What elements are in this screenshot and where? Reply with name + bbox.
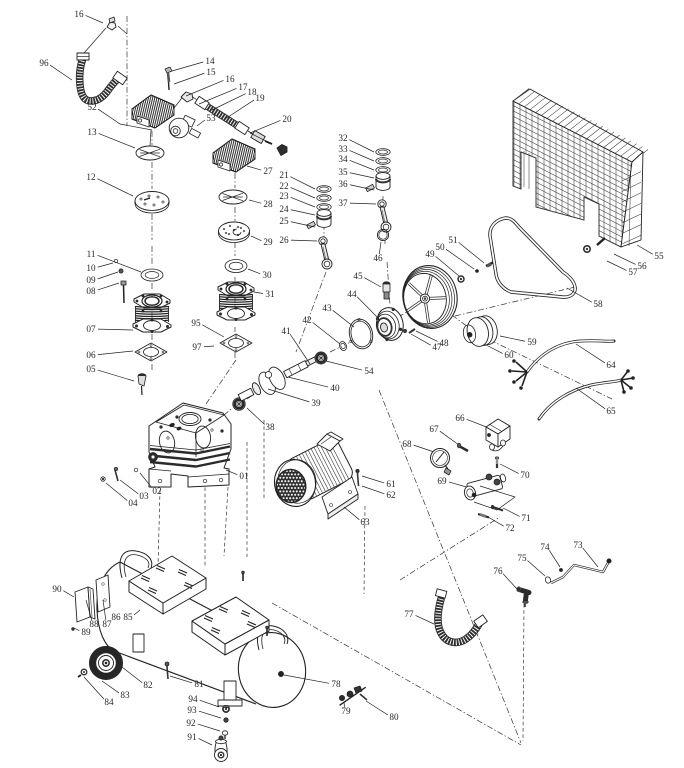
svg-text:05: 05 bbox=[86, 364, 96, 374]
svg-text:39: 39 bbox=[311, 398, 321, 408]
svg-text:35: 35 bbox=[338, 167, 348, 177]
svg-text:82: 82 bbox=[143, 680, 153, 690]
svg-text:74: 74 bbox=[540, 542, 550, 552]
svg-text:46: 46 bbox=[373, 253, 383, 263]
svg-text:52: 52 bbox=[87, 102, 97, 112]
svg-text:42: 42 bbox=[302, 315, 312, 325]
svg-text:76: 76 bbox=[493, 566, 503, 576]
svg-text:55: 55 bbox=[654, 251, 664, 261]
svg-text:72: 72 bbox=[505, 523, 515, 533]
svg-text:73: 73 bbox=[573, 540, 583, 550]
svg-text:69: 69 bbox=[437, 476, 447, 486]
svg-text:91: 91 bbox=[187, 732, 197, 742]
svg-text:63: 63 bbox=[360, 517, 370, 527]
svg-text:68: 68 bbox=[402, 439, 412, 449]
svg-text:25: 25 bbox=[279, 216, 289, 226]
svg-text:77: 77 bbox=[404, 609, 414, 619]
svg-text:47: 47 bbox=[432, 342, 442, 352]
svg-text:50: 50 bbox=[435, 242, 445, 252]
svg-text:90: 90 bbox=[52, 584, 62, 594]
svg-text:94: 94 bbox=[188, 694, 198, 704]
svg-text:16: 16 bbox=[225, 74, 235, 84]
svg-text:62: 62 bbox=[386, 490, 396, 500]
svg-text:87: 87 bbox=[102, 619, 112, 629]
svg-text:40: 40 bbox=[330, 383, 340, 393]
svg-text:79: 79 bbox=[341, 706, 351, 716]
svg-text:75: 75 bbox=[517, 553, 527, 563]
svg-text:17: 17 bbox=[238, 82, 248, 92]
svg-text:57: 57 bbox=[628, 267, 638, 277]
svg-text:06: 06 bbox=[86, 350, 96, 360]
svg-text:04: 04 bbox=[128, 498, 138, 508]
svg-text:01: 01 bbox=[239, 471, 249, 481]
svg-text:18: 18 bbox=[247, 87, 257, 97]
svg-text:32: 32 bbox=[338, 133, 348, 143]
svg-text:29: 29 bbox=[263, 237, 273, 247]
svg-text:16: 16 bbox=[74, 9, 84, 19]
svg-text:60: 60 bbox=[504, 350, 514, 360]
svg-text:28: 28 bbox=[263, 199, 273, 209]
svg-text:65: 65 bbox=[606, 406, 616, 416]
svg-text:11: 11 bbox=[87, 249, 96, 259]
svg-text:51: 51 bbox=[448, 235, 458, 245]
svg-text:86: 86 bbox=[111, 612, 121, 622]
svg-text:15: 15 bbox=[206, 67, 216, 77]
svg-text:08: 08 bbox=[86, 286, 96, 296]
svg-text:21: 21 bbox=[279, 170, 289, 180]
svg-text:92: 92 bbox=[186, 718, 196, 728]
svg-text:88: 88 bbox=[89, 619, 99, 629]
svg-text:30: 30 bbox=[262, 270, 272, 280]
svg-text:89: 89 bbox=[81, 627, 91, 637]
svg-text:31: 31 bbox=[265, 289, 275, 299]
svg-text:80: 80 bbox=[389, 712, 399, 722]
svg-text:44: 44 bbox=[347, 289, 357, 299]
svg-text:56: 56 bbox=[637, 261, 647, 271]
svg-text:85: 85 bbox=[123, 612, 133, 622]
svg-text:71: 71 bbox=[521, 513, 531, 523]
svg-text:93: 93 bbox=[187, 705, 197, 715]
svg-text:81: 81 bbox=[194, 679, 204, 689]
svg-text:12: 12 bbox=[86, 172, 96, 182]
svg-text:23: 23 bbox=[279, 191, 289, 201]
svg-text:45: 45 bbox=[353, 271, 363, 281]
svg-text:70: 70 bbox=[520, 470, 530, 480]
svg-text:67: 67 bbox=[429, 424, 439, 434]
svg-text:48: 48 bbox=[439, 338, 449, 348]
svg-text:20: 20 bbox=[282, 114, 292, 124]
svg-text:02: 02 bbox=[152, 486, 162, 496]
svg-text:38: 38 bbox=[265, 422, 275, 432]
svg-text:27: 27 bbox=[263, 166, 273, 176]
svg-text:43: 43 bbox=[322, 303, 332, 313]
svg-text:10: 10 bbox=[86, 263, 96, 273]
svg-text:61: 61 bbox=[386, 479, 396, 489]
svg-text:41: 41 bbox=[281, 326, 291, 336]
svg-text:78: 78 bbox=[331, 679, 341, 689]
svg-text:97: 97 bbox=[192, 342, 202, 352]
svg-text:26: 26 bbox=[279, 235, 289, 245]
svg-text:24: 24 bbox=[279, 204, 289, 214]
svg-text:19: 19 bbox=[255, 93, 265, 103]
svg-text:96: 96 bbox=[39, 58, 49, 68]
svg-text:03: 03 bbox=[139, 491, 149, 501]
svg-text:14: 14 bbox=[205, 56, 215, 66]
svg-text:95: 95 bbox=[191, 318, 201, 328]
svg-text:64: 64 bbox=[606, 360, 616, 370]
svg-text:53: 53 bbox=[206, 113, 216, 123]
svg-text:84: 84 bbox=[104, 697, 114, 707]
svg-text:66: 66 bbox=[455, 413, 465, 423]
svg-text:09: 09 bbox=[86, 275, 96, 285]
svg-text:83: 83 bbox=[120, 690, 130, 700]
svg-text:13: 13 bbox=[87, 127, 97, 137]
svg-text:37: 37 bbox=[338, 198, 348, 208]
svg-text:34: 34 bbox=[338, 154, 348, 164]
svg-text:49: 49 bbox=[425, 249, 435, 259]
svg-text:59: 59 bbox=[527, 337, 537, 347]
svg-text:33: 33 bbox=[338, 144, 348, 154]
svg-text:54: 54 bbox=[364, 366, 374, 376]
svg-text:22: 22 bbox=[279, 181, 289, 191]
svg-text:36: 36 bbox=[338, 179, 348, 189]
svg-text:58: 58 bbox=[593, 299, 603, 309]
svg-text:07: 07 bbox=[86, 324, 96, 334]
